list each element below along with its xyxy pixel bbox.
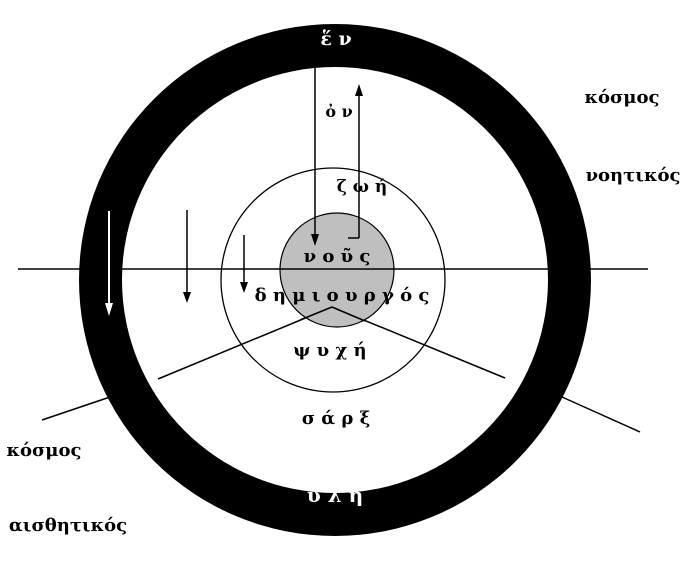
- label-aisthetikos: αισθητικός: [9, 515, 127, 536]
- label-sarx: σ ά ρ ξ: [302, 408, 371, 429]
- label-kosmos-bottom: κόσμος: [7, 440, 82, 461]
- middle-circle: [220, 167, 446, 393]
- label-zoe: ζ ω ή: [337, 177, 387, 197]
- emanation-arrow-1-head: [183, 292, 191, 303]
- label-kosmos-top: κόσμος: [585, 87, 660, 108]
- label-on: ὀ ν: [325, 102, 352, 121]
- label-hyle: ὕ λ ή: [307, 483, 363, 507]
- label-hen: ἕ ν: [320, 28, 351, 50]
- ascent-arrow-head: [355, 84, 363, 96]
- ring-arrow-head: [105, 303, 113, 316]
- sector-line-left-outer: [41, 396, 111, 421]
- label-psyche: ψ υ χ ή: [293, 340, 366, 361]
- sector-line-right-outer: [561, 396, 641, 433]
- sector-line-core-right: [331, 306, 366, 322]
- descent-arrow-head: [311, 234, 319, 246]
- nous-core: [279, 212, 395, 328]
- label-nous: ν ο ῦ ς: [304, 246, 371, 267]
- sector-line-core-left: [299, 306, 333, 321]
- emanation-arrow-2-head: [240, 282, 248, 293]
- label-demiourgos: δ η μ ι ο υ ρ γ ό ς: [255, 285, 430, 306]
- label-noetikos: νοητικός: [586, 165, 681, 186]
